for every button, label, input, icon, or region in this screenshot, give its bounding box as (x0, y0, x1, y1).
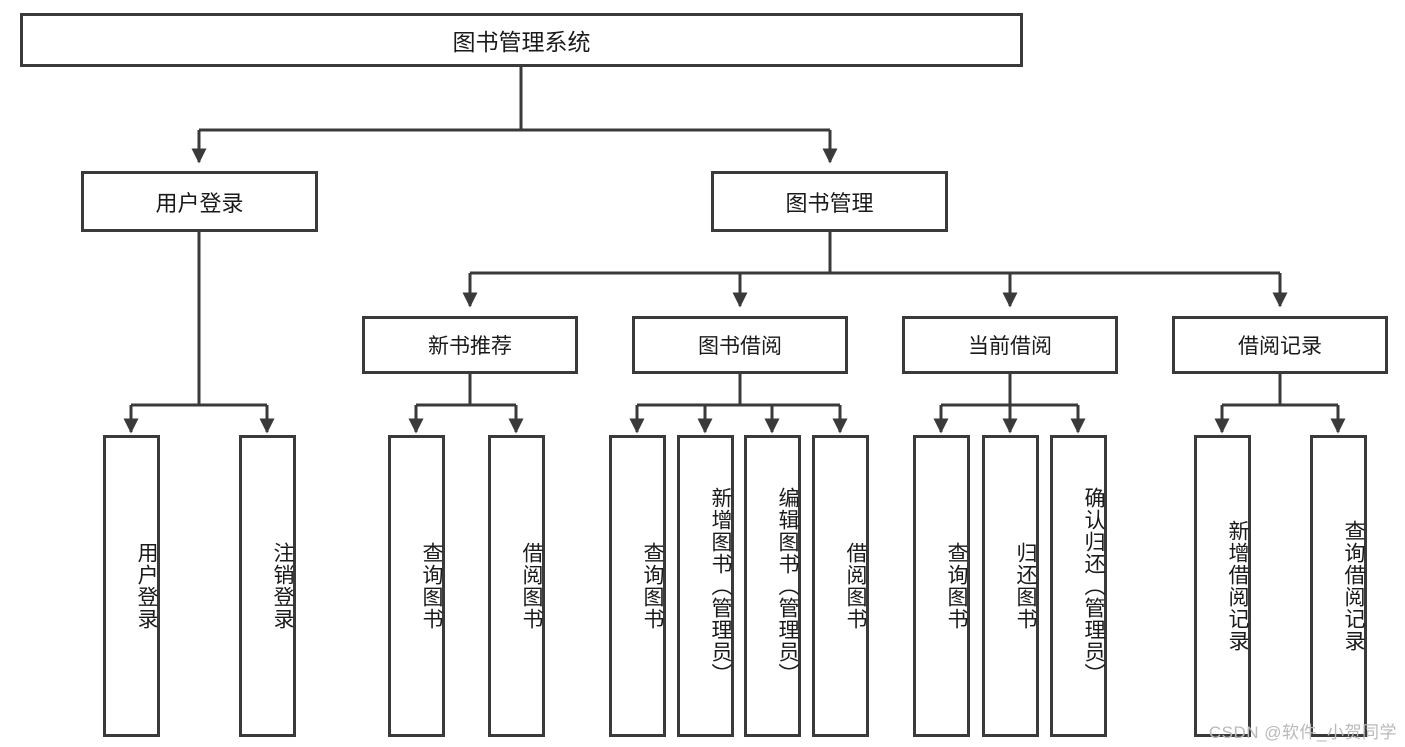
leaf-record-query-record[interactable]: 查询借阅记录 (1310, 435, 1367, 737)
node-label: 用户登录 (135, 542, 158, 630)
leaf-current-return-book[interactable]: 归还图书 (982, 435, 1039, 737)
node-label: 查询图书 (420, 542, 443, 630)
leaf-recommend-query-book[interactable]: 查询图书 (388, 435, 445, 737)
node-new-book-recommend[interactable]: 新书推荐 (362, 316, 578, 374)
node-label: 借阅图书 (844, 542, 867, 630)
node-label: 图书管理 (785, 190, 874, 216)
node-label: 确认归还（管理员） (1082, 487, 1105, 685)
node-label: 图书管理系统 (452, 29, 591, 55)
node-label: 用户登录 (155, 190, 244, 216)
node-label: 借阅记录 (1238, 335, 1322, 358)
leaf-recommend-borrow-book[interactable]: 借阅图书 (488, 435, 545, 737)
csdn-watermark: CSDN @软件_小贺同学 (1208, 723, 1397, 742)
node-book-management[interactable]: 图书管理 (711, 171, 948, 232)
leaf-borrow-query-book[interactable]: 查询图书 (609, 435, 666, 737)
node-root[interactable]: 图书管理系统 (20, 13, 1023, 67)
leaf-borrow-borrow-book[interactable]: 借阅图书 (812, 435, 869, 737)
node-label: 归还图书 (1014, 542, 1037, 630)
leaf-user-login-login[interactable]: 用户登录 (103, 435, 160, 737)
node-label: 图书借阅 (698, 335, 782, 358)
leaf-borrow-add-book[interactable]: 新增图书（管理员） (677, 435, 734, 737)
node-label: 当前借阅 (968, 335, 1052, 358)
leaf-current-confirm-return[interactable]: 确认归还（管理员） (1050, 435, 1107, 737)
node-borrow-record[interactable]: 借阅记录 (1172, 316, 1388, 374)
node-label: 新增借阅记录 (1226, 520, 1249, 652)
node-label: 新书推荐 (428, 335, 512, 358)
node-book-borrow[interactable]: 图书借阅 (632, 316, 848, 374)
node-label: 查询图书 (641, 542, 664, 630)
leaf-borrow-edit-book[interactable]: 编辑图书（管理员） (744, 435, 801, 737)
leaf-record-add-record[interactable]: 新增借阅记录 (1194, 435, 1251, 737)
node-label: 注销登录 (271, 542, 294, 630)
node-label: 新增图书（管理员） (709, 487, 732, 685)
leaf-user-login-logout[interactable]: 注销登录 (239, 435, 296, 737)
node-label: 查询图书 (945, 542, 968, 630)
leaf-current-query-book[interactable]: 查询图书 (913, 435, 970, 737)
node-label: 查询借阅记录 (1342, 520, 1365, 652)
node-label: 借阅图书 (520, 542, 543, 630)
node-current-borrow[interactable]: 当前借阅 (902, 316, 1118, 374)
node-user-login[interactable]: 用户登录 (81, 171, 318, 232)
node-label: 编辑图书（管理员） (776, 487, 799, 685)
